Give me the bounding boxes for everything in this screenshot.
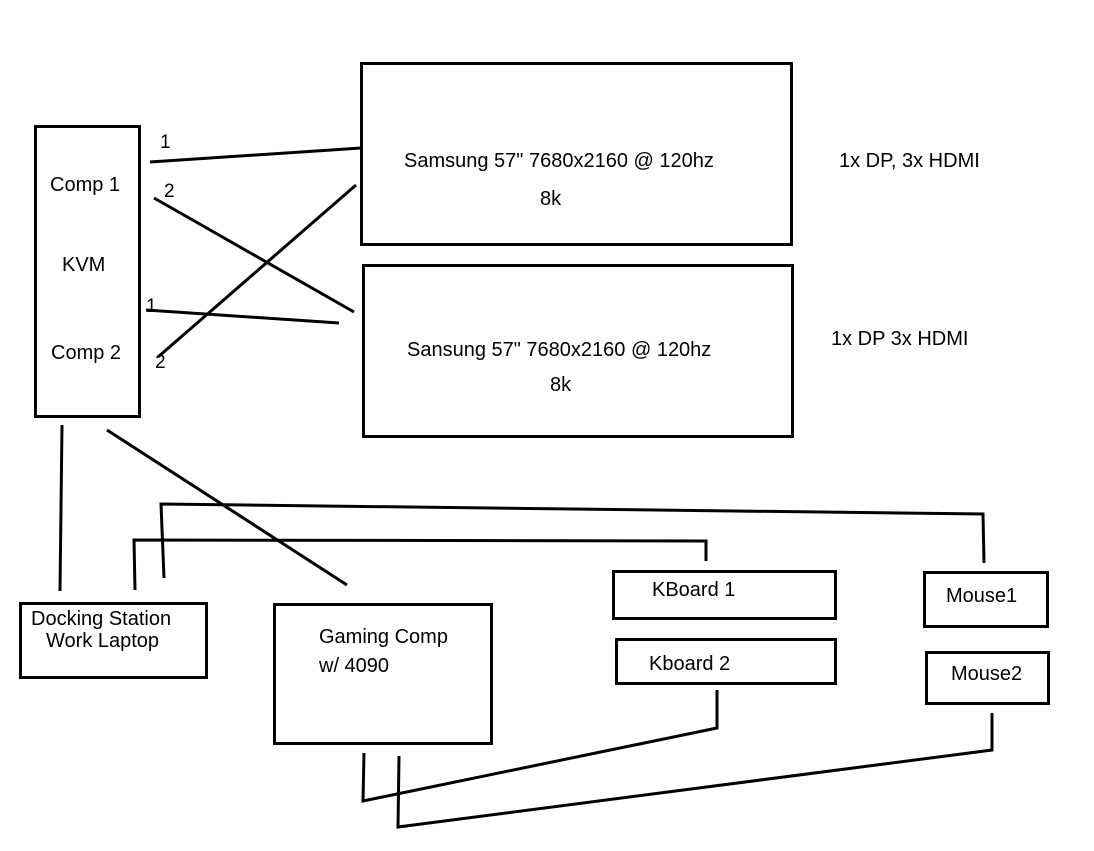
kvm-comp2-label: Comp 2 [51,342,122,364]
wire-comp1-port2-to-monitor2 [153,196,355,314]
docking-station-sublabel: Work Laptop [46,630,160,652]
monitor-1 [360,62,793,246]
mouse-1 [923,571,1049,628]
wire-kvm-to-gaming-comp [106,428,348,587]
wire-comp2-port1-to-monitor2 [145,308,340,325]
wire-kvm-to-docking-station [58,424,64,592]
kvm-comp1-label: Comp 1 [50,174,121,196]
comp1-port1-label: 1 [160,132,171,153]
monitor-2-model: Sansung 57" 7680x2160 @ 120hz [407,339,712,361]
gaming-computer [273,603,493,745]
docking-station [19,602,208,679]
monitor-1-resolution: 8k [540,188,562,210]
wire-docking-to-mouse1 [159,502,986,579]
kvm-switch [34,125,141,418]
mouse-2 [925,651,1050,705]
comp1-port2-label: 2 [164,181,175,202]
monitor-1-model: Samsung 57" 7680x2160 @ 120hz [404,150,714,172]
wire-comp1-port1-to-monitor1 [149,146,362,164]
wire-comp2-port2-to-monitor1 [157,183,357,359]
keyboard-2-label: Kboard 2 [649,653,731,675]
kvm-label: KVM [62,254,106,276]
docking-station-label: Docking Station [31,608,172,630]
keyboard-1-label: KBoard 1 [652,579,736,601]
gaming-computer-gpu: w/ 4090 [319,655,390,677]
monitor-2 [362,264,794,438]
comp2-port2-label: 2 [155,352,166,373]
keyboard-1 [612,570,837,620]
gaming-computer-label: Gaming Comp [319,626,448,648]
mouse-1-label: Mouse1 [946,585,1018,607]
monitor-2-resolution: 8k [550,374,572,396]
monitor-2-ports-note: 1x DP 3x HDMI [831,328,969,350]
mouse-2-label: Mouse2 [951,663,1023,685]
comp2-port1-label: 1 [146,296,157,317]
monitor-1-ports-note: 1x DP, 3x HDMI [839,150,980,172]
keyboard-2 [615,638,837,685]
